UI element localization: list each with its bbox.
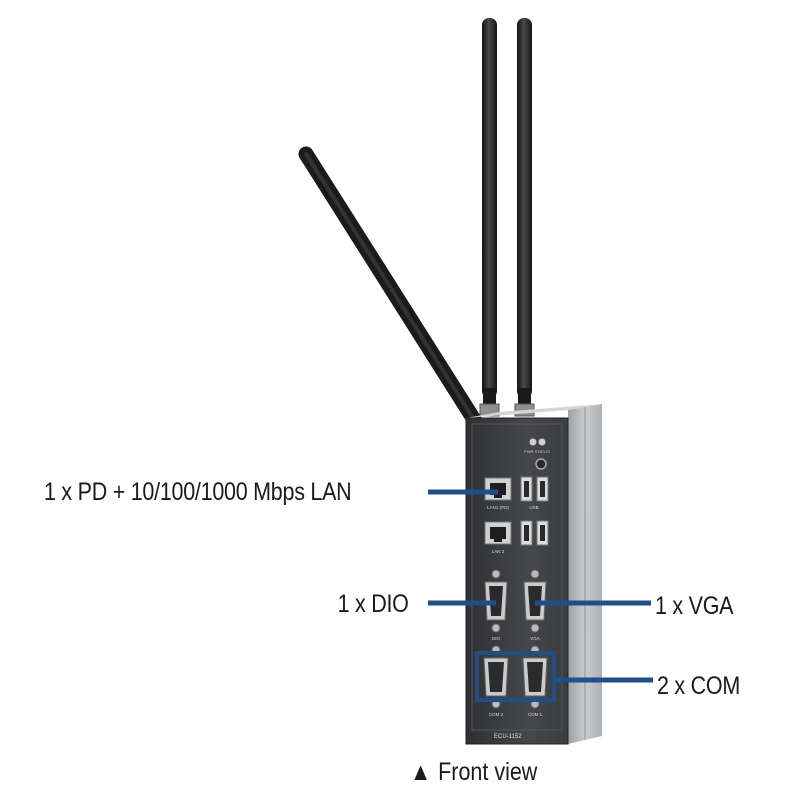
port-tag-vga: VGA bbox=[530, 636, 540, 641]
port-tag-lan1: LAN1 (PD) bbox=[487, 505, 509, 510]
status-led-group: PWR STATUS bbox=[524, 438, 550, 470]
antenna-right bbox=[514, 18, 535, 417]
port-tag-dio: DIO bbox=[492, 636, 501, 641]
status-led bbox=[538, 438, 546, 446]
callout-box-com bbox=[475, 651, 556, 702]
com2-port[interactable]: COM 2 bbox=[483, 645, 509, 717]
callout-label-lan: 1 x PD + 10/100/1000 Mbps LAN bbox=[44, 478, 352, 506]
callout-lines bbox=[428, 489, 653, 702]
port-tag-lan2: LAN 2 bbox=[492, 549, 505, 554]
usb-port-group-2[interactable] bbox=[520, 520, 549, 546]
usb-port-group-1[interactable]: USB bbox=[520, 476, 549, 510]
status-led bbox=[529, 438, 537, 446]
port-tag-com2: COM 2 bbox=[489, 712, 504, 717]
callout-label-vga: 1 x VGA bbox=[655, 592, 734, 620]
callout-label-com: 2 x COM bbox=[657, 672, 741, 700]
callout-label-dio: 1 x DIO bbox=[337, 590, 409, 618]
port-tag-pwr: PWR STATUS bbox=[524, 449, 550, 454]
caption-text: Front view bbox=[438, 758, 538, 786]
antenna-middle bbox=[479, 18, 500, 417]
triangle-up-icon: ▲ bbox=[410, 758, 432, 786]
port-tag-com1: COM 1 bbox=[528, 712, 543, 717]
device-body bbox=[465, 404, 602, 745]
antenna-left bbox=[298, 146, 503, 458]
lan2-port[interactable]: LAN 2 bbox=[484, 521, 512, 554]
port-tag-usb: USB bbox=[529, 505, 538, 510]
model-plate: ECU-1152 bbox=[494, 734, 522, 740]
com1-port[interactable]: COM 1 bbox=[522, 645, 548, 717]
figure-caption: ▲Front view bbox=[410, 758, 537, 787]
power-button[interactable] bbox=[535, 458, 547, 470]
